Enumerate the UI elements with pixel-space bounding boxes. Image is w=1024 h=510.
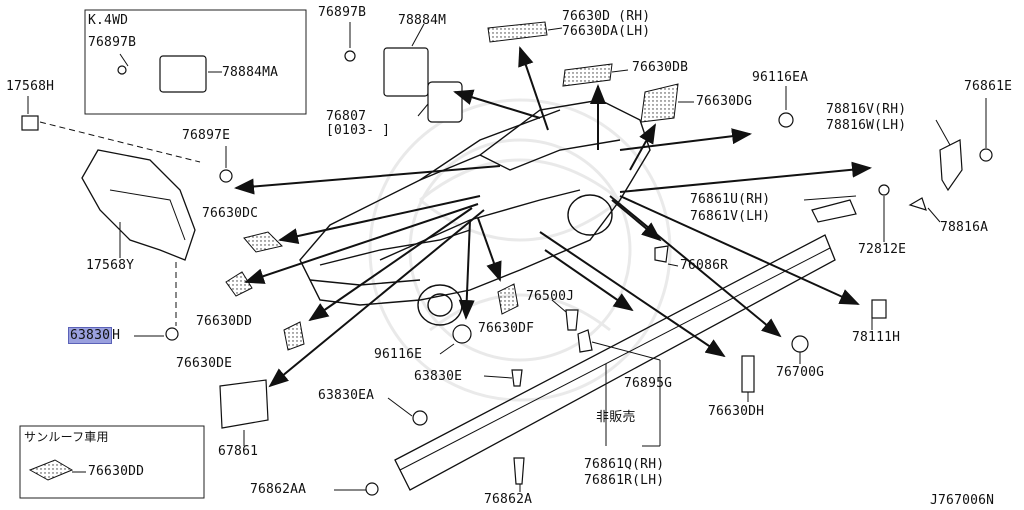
label-78816V[interactable]: 78816V(RH) [826,102,907,117]
patch-76630DE [283,321,305,351]
label-78884M[interactable]: 78884M [398,13,447,28]
label-76861E[interactable]: 76861E [964,79,1013,94]
label-78111H[interactable]: 78111H [852,330,901,345]
label-76862AA[interactable]: 76862AA [250,482,307,497]
label-76500J[interactable]: 76500J [526,289,575,304]
label-76807[interactable]: 76807 [326,109,367,124]
label-76630DD[interactable]: 76630DD [196,314,253,329]
label-76861U[interactable]: 76861U(RH) [690,192,771,207]
small-parts [21,47,993,496]
patch-76630DD [225,271,253,297]
sunroof-box [19,425,205,499]
label-76630DH[interactable]: 76630DH [708,404,765,419]
label-76086R[interactable]: 76086R [680,258,729,273]
label-76897E[interactable]: 76897E [182,128,231,143]
diagram-id: J767006N [930,493,995,508]
label-76861Q[interactable]: 76861Q(RH) [584,457,665,472]
label-76630DB[interactable]: 76630DB [632,60,689,75]
patch-76630DF [497,283,519,315]
label-76630DF[interactable]: 76630DF [478,321,535,336]
label-17568H[interactable]: 17568H [6,79,55,94]
label-76897B-box[interactable]: 76897B [88,35,137,50]
label-76700G[interactable]: 76700G [776,365,825,380]
label-76630DD-sunroof[interactable]: 76630DD [88,464,145,479]
label-78884MA[interactable]: 78884MA [222,65,279,80]
arrows [234,46,872,388]
label-17568Y[interactable]: 17568Y [86,258,135,273]
label-76861V[interactable]: 76861V(LH) [690,209,771,224]
patch-76630D [487,21,548,43]
label-not-for-sale: 非販売 [596,410,636,425]
label-72812E[interactable]: 72812E [858,242,907,257]
label-76897B[interactable]: 76897B [318,5,367,20]
patch-76630DD-sunroof [28,459,74,481]
label-k4wd: K.4WD [88,13,129,28]
label-76807-code: [0103- ] [326,123,391,138]
label-76630DE[interactable]: 76630DE [176,356,233,371]
label-76630DC[interactable]: 76630DC [202,206,259,221]
label-63830H-suffix: H [112,328,121,343]
label-63830E[interactable]: 63830E [414,369,463,384]
air-duct-shape [81,149,196,261]
label-76895G[interactable]: 76895G [624,376,673,391]
air-duct-inner [109,189,186,241]
label-96116E[interactable]: 96116E [374,347,423,362]
highlighted-part-code: 63830 [68,327,113,344]
patch-76630DC [243,231,283,253]
label-78816A[interactable]: 78816A [940,220,989,235]
label-63830EA[interactable]: 63830EA [318,388,375,403]
side-sill-edge [399,247,831,471]
label-96116EA[interactable]: 96116EA [752,70,809,85]
label-sunroof-title: サンルーフ車用 [24,430,109,444]
patch-76630DG [640,83,679,123]
label-76630D[interactable]: 76630D (RH) [562,9,651,24]
label-78816W[interactable]: 78816W(LH) [826,118,907,133]
patch-76630DB [562,63,613,87]
side-sill-panel [394,234,836,491]
label-76862A[interactable]: 76862A [484,492,533,507]
label-76861R[interactable]: 76861R(LH) [584,473,665,488]
k4wd-box [84,9,307,115]
label-67861[interactable]: 67861 [218,444,259,459]
label-76630DG[interactable]: 76630DG [696,94,753,109]
leader-lines [27,22,987,492]
label-76630DA[interactable]: 76630DA(LH) [562,24,651,39]
